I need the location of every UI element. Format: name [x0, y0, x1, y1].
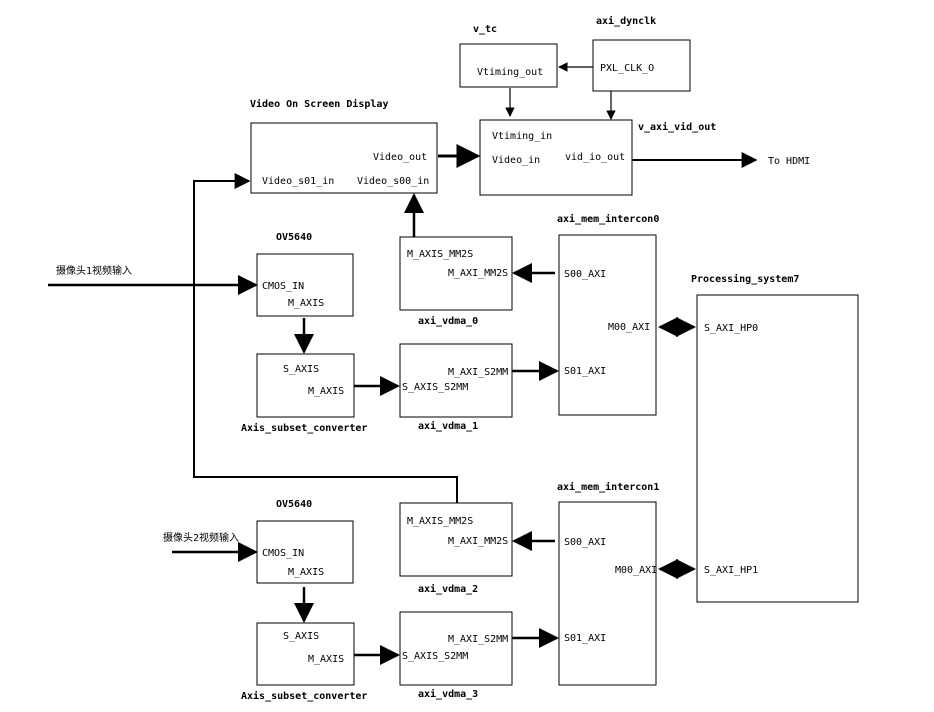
axi-vdma-3-title: axi_vdma_3 [418, 688, 478, 700]
camera1-input-label: 摄像头1视频输入 [56, 264, 132, 277]
axi-dynclk-block[interactable] [592, 39, 691, 92]
connections [48, 62, 758, 665]
v-tc-title: v_tc [473, 24, 497, 35]
ov5640-1-block[interactable] [256, 253, 354, 317]
axi-vdma-2-title: axi_vdma_2 [418, 583, 478, 595]
axi-mem-intercon0-port-s01-axi: S01_AXI [564, 366, 606, 377]
to-hdmi-label: To HDMI [768, 156, 810, 167]
osd-title: Video On Screen Display [250, 98, 388, 110]
axi-mem-intercon1-port-s01-axi: S01_AXI [564, 633, 606, 644]
osd-block[interactable] [250, 122, 438, 194]
axi-vdma-0-port-m-axi-mm2s: M_AXI_MM2S [448, 268, 508, 279]
axi-mem-intercon1-port-m00-axi: M00_AXI [615, 565, 657, 576]
ov5640-1-port-cmos-in: CMOS_IN [262, 281, 304, 292]
ov5640-2-title: OV5640 [276, 499, 312, 510]
subset-converter-1-port-s-axis: S_AXIS [283, 364, 319, 375]
axi-vdma-1-port-m-axi-s2mm: M_AXI_S2MM [448, 367, 508, 378]
subset-converter-2-port-s-axis: S_AXIS [283, 631, 319, 642]
axi-mem-intercon0-port-s00-axi: S00_AXI [564, 269, 606, 280]
ov5640-1-port-m-axis: M_AXIS [288, 298, 324, 309]
subset-converter-1-title: Axis_subset_converter [241, 422, 367, 434]
camera2-input-label: 摄像头2视频输入 [163, 531, 239, 544]
osd-port-video-s00-in: Video_s00_in [357, 176, 429, 187]
axi-dynclk-port-pxl-clk: PXL_CLK_O [600, 63, 654, 74]
processing-system7-block[interactable] [696, 294, 859, 603]
processing-system7-title: Processing_system7 [691, 273, 799, 285]
axi-vdma-2-port-m-axi-mm2s: M_AXI_MM2S [448, 536, 508, 547]
axi-vdma-1-block[interactable] [399, 343, 513, 418]
osd-port-video-out: Video_out [373, 152, 427, 163]
v-tc-block[interactable] [459, 43, 558, 88]
v-tc-port-vtiming-out: Vtiming_out [477, 67, 543, 78]
v-axi-vid-out-port-vid-io-out: vid_io_out [565, 152, 625, 163]
axi-vdma-1-title: axi_vdma_1 [418, 420, 478, 432]
subset-converter-2-port-m-axis: M_AXIS [308, 654, 344, 665]
ov5640-2-port-cmos-in: CMOS_IN [262, 548, 304, 559]
v-axi-vid-out-block[interactable] [479, 119, 633, 196]
axi-vdma-0-title: axi_vdma_0 [418, 315, 478, 327]
axi-vdma-1-port-s-axis-s2mm: S_AXIS_S2MM [402, 382, 468, 393]
axi-vdma-2-block[interactable] [399, 502, 513, 577]
osd-port-video-s01-in: Video_s01_in [262, 176, 334, 187]
subset-converter-2-block[interactable] [256, 622, 355, 686]
axi-vdma-2-port-m-axis-mm2s: M_AXIS_MM2S [407, 516, 473, 527]
axi-vdma-3-port-s-axis-s2mm: S_AXIS_S2MM [402, 651, 468, 662]
axi-vdma-3-block[interactable] [399, 611, 513, 686]
subset-converter-2-title: Axis_subset_converter [241, 690, 367, 702]
ov5640-1-title: OV5640 [276, 232, 312, 243]
axi-vdma-3-port-m-axi-s2mm: M_AXI_S2MM [448, 634, 508, 645]
axi-vdma-0-block[interactable] [399, 236, 513, 311]
subset-converter-1-port-m-axis: M_AXIS [308, 386, 344, 397]
axi-dynclk-title: axi_dynclk [596, 15, 656, 27]
axi-mem-intercon0-block[interactable] [558, 234, 657, 416]
processing-system7-port-s-axi-hp0: S_AXI_HP0 [704, 323, 758, 334]
processing-system7-port-s-axi-hp1: S_AXI_HP1 [704, 565, 758, 576]
v-axi-vid-out-port-video-in: Video_in [492, 155, 540, 166]
ov5640-2-port-m-axis: M_AXIS [288, 567, 324, 578]
axi-vdma-0-port-m-axis-mm2s: M_AXIS_MM2S [407, 249, 473, 260]
axi-mem-intercon1-title: axi_mem_intercon1 [557, 481, 659, 493]
axi-mem-intercon1-port-s00-axi: S00_AXI [564, 537, 606, 548]
subset-converter-1-block[interactable] [256, 353, 355, 418]
axi-mem-intercon1-block[interactable] [558, 501, 657, 686]
axi-mem-intercon0-port-m00-axi: M00_AXI [608, 322, 650, 333]
v-axi-vid-out-port-vtiming-in: Vtiming_in [492, 131, 552, 142]
axi-mem-intercon0-title: axi_mem_intercon0 [557, 213, 659, 225]
v-axi-vid-out-title: v_axi_vid_out [638, 121, 716, 133]
wire-vdma2-to-osd [193, 173, 458, 503]
